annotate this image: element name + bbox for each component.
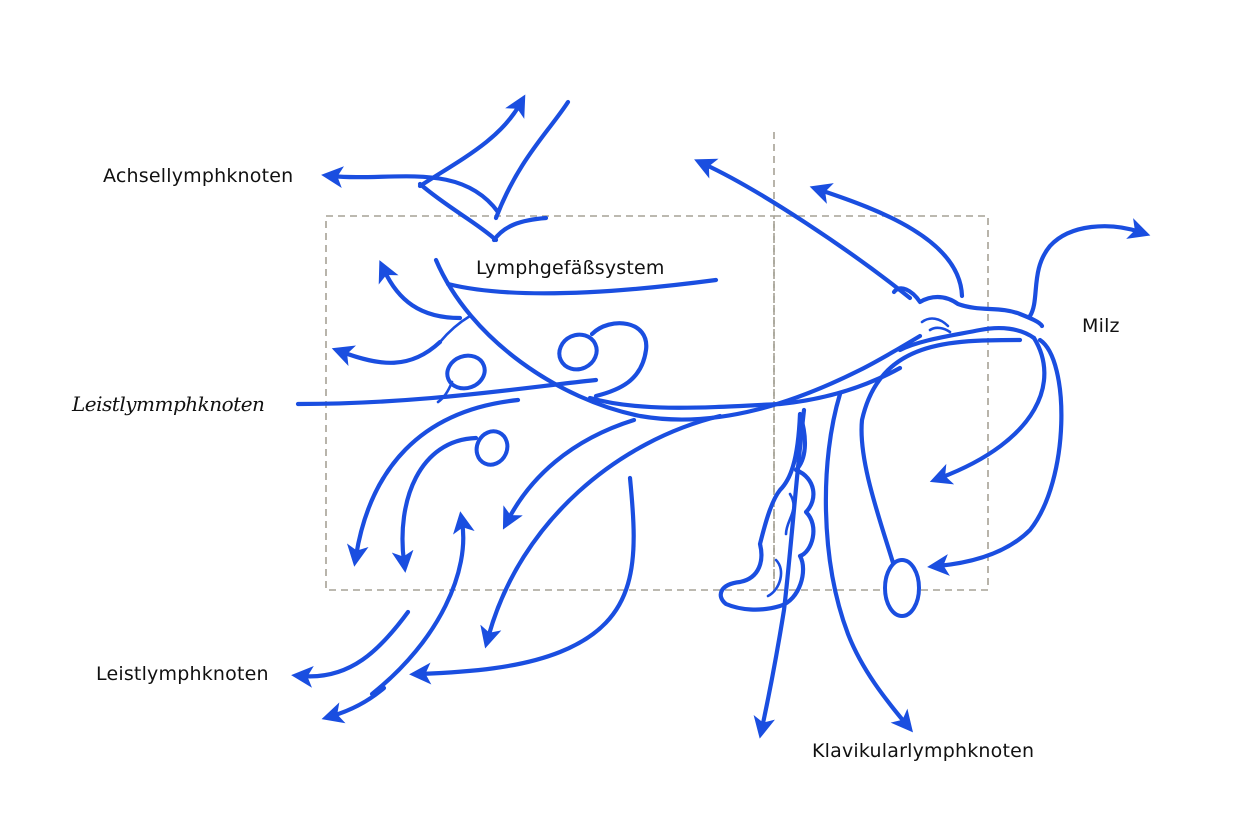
cluster-detail <box>920 317 952 334</box>
arrow-mid-left <box>331 339 443 367</box>
label-spleen: Milz <box>1082 315 1120 337</box>
vessel-v-top <box>493 99 571 221</box>
node-cluster-top <box>891 286 1045 329</box>
label-inguinal-script: Leistlymmphknoten <box>72 392 265 416</box>
label-axillary: Achsellymphknoten <box>103 165 294 187</box>
node-2-loop <box>589 321 649 399</box>
lymph-node-1 <box>445 353 487 391</box>
vessel-to-node-4 <box>859 337 1023 569</box>
node-cluster-inner <box>897 326 1037 353</box>
arrow-bottom-center <box>753 407 807 739</box>
arrow-down-3 <box>502 417 637 530</box>
arrow-inguinal-right <box>409 475 636 685</box>
lymph-node-4 <box>883 558 921 618</box>
lymph-node-3 <box>474 429 510 467</box>
axillary-arrow <box>321 166 501 215</box>
arrow-down-long <box>480 413 723 649</box>
arrow-up-small <box>369 511 475 697</box>
arrow-down-1 <box>346 397 521 567</box>
arrow-far-right <box>1027 218 1151 319</box>
arrow-upper-diagonal <box>694 158 913 301</box>
gland-inner <box>766 492 795 598</box>
axillary-upper-arrow <box>417 94 526 189</box>
arrow-inguinal-left <box>291 609 411 688</box>
main-trunk <box>433 257 923 422</box>
node-1-vessel <box>436 380 454 404</box>
arrow-milz-low <box>927 337 1064 576</box>
arrow-milz-mid <box>929 335 1047 485</box>
lymph-node-2 <box>557 332 599 372</box>
vessel-v-left <box>417 181 499 243</box>
arrow-upper-left <box>378 260 463 321</box>
label-lymph-system: Lymphgefäßsystem <box>476 257 665 279</box>
vessel-v-right <box>491 215 549 243</box>
system-label-vessel <box>445 277 719 296</box>
gland-outline <box>718 411 816 612</box>
trunk-parallel <box>587 365 903 410</box>
label-clavicular: Klavikularlymphknoten <box>812 740 1035 762</box>
short-branch <box>438 314 472 344</box>
arrow-inguinal-low <box>321 685 387 724</box>
left-input-vessel <box>295 377 599 407</box>
arrow-clavicular <box>823 391 913 733</box>
label-inguinal: Leistlymphknoten <box>96 663 269 685</box>
arrow-upper-right <box>809 183 965 299</box>
arrow-down-2 <box>391 435 479 573</box>
